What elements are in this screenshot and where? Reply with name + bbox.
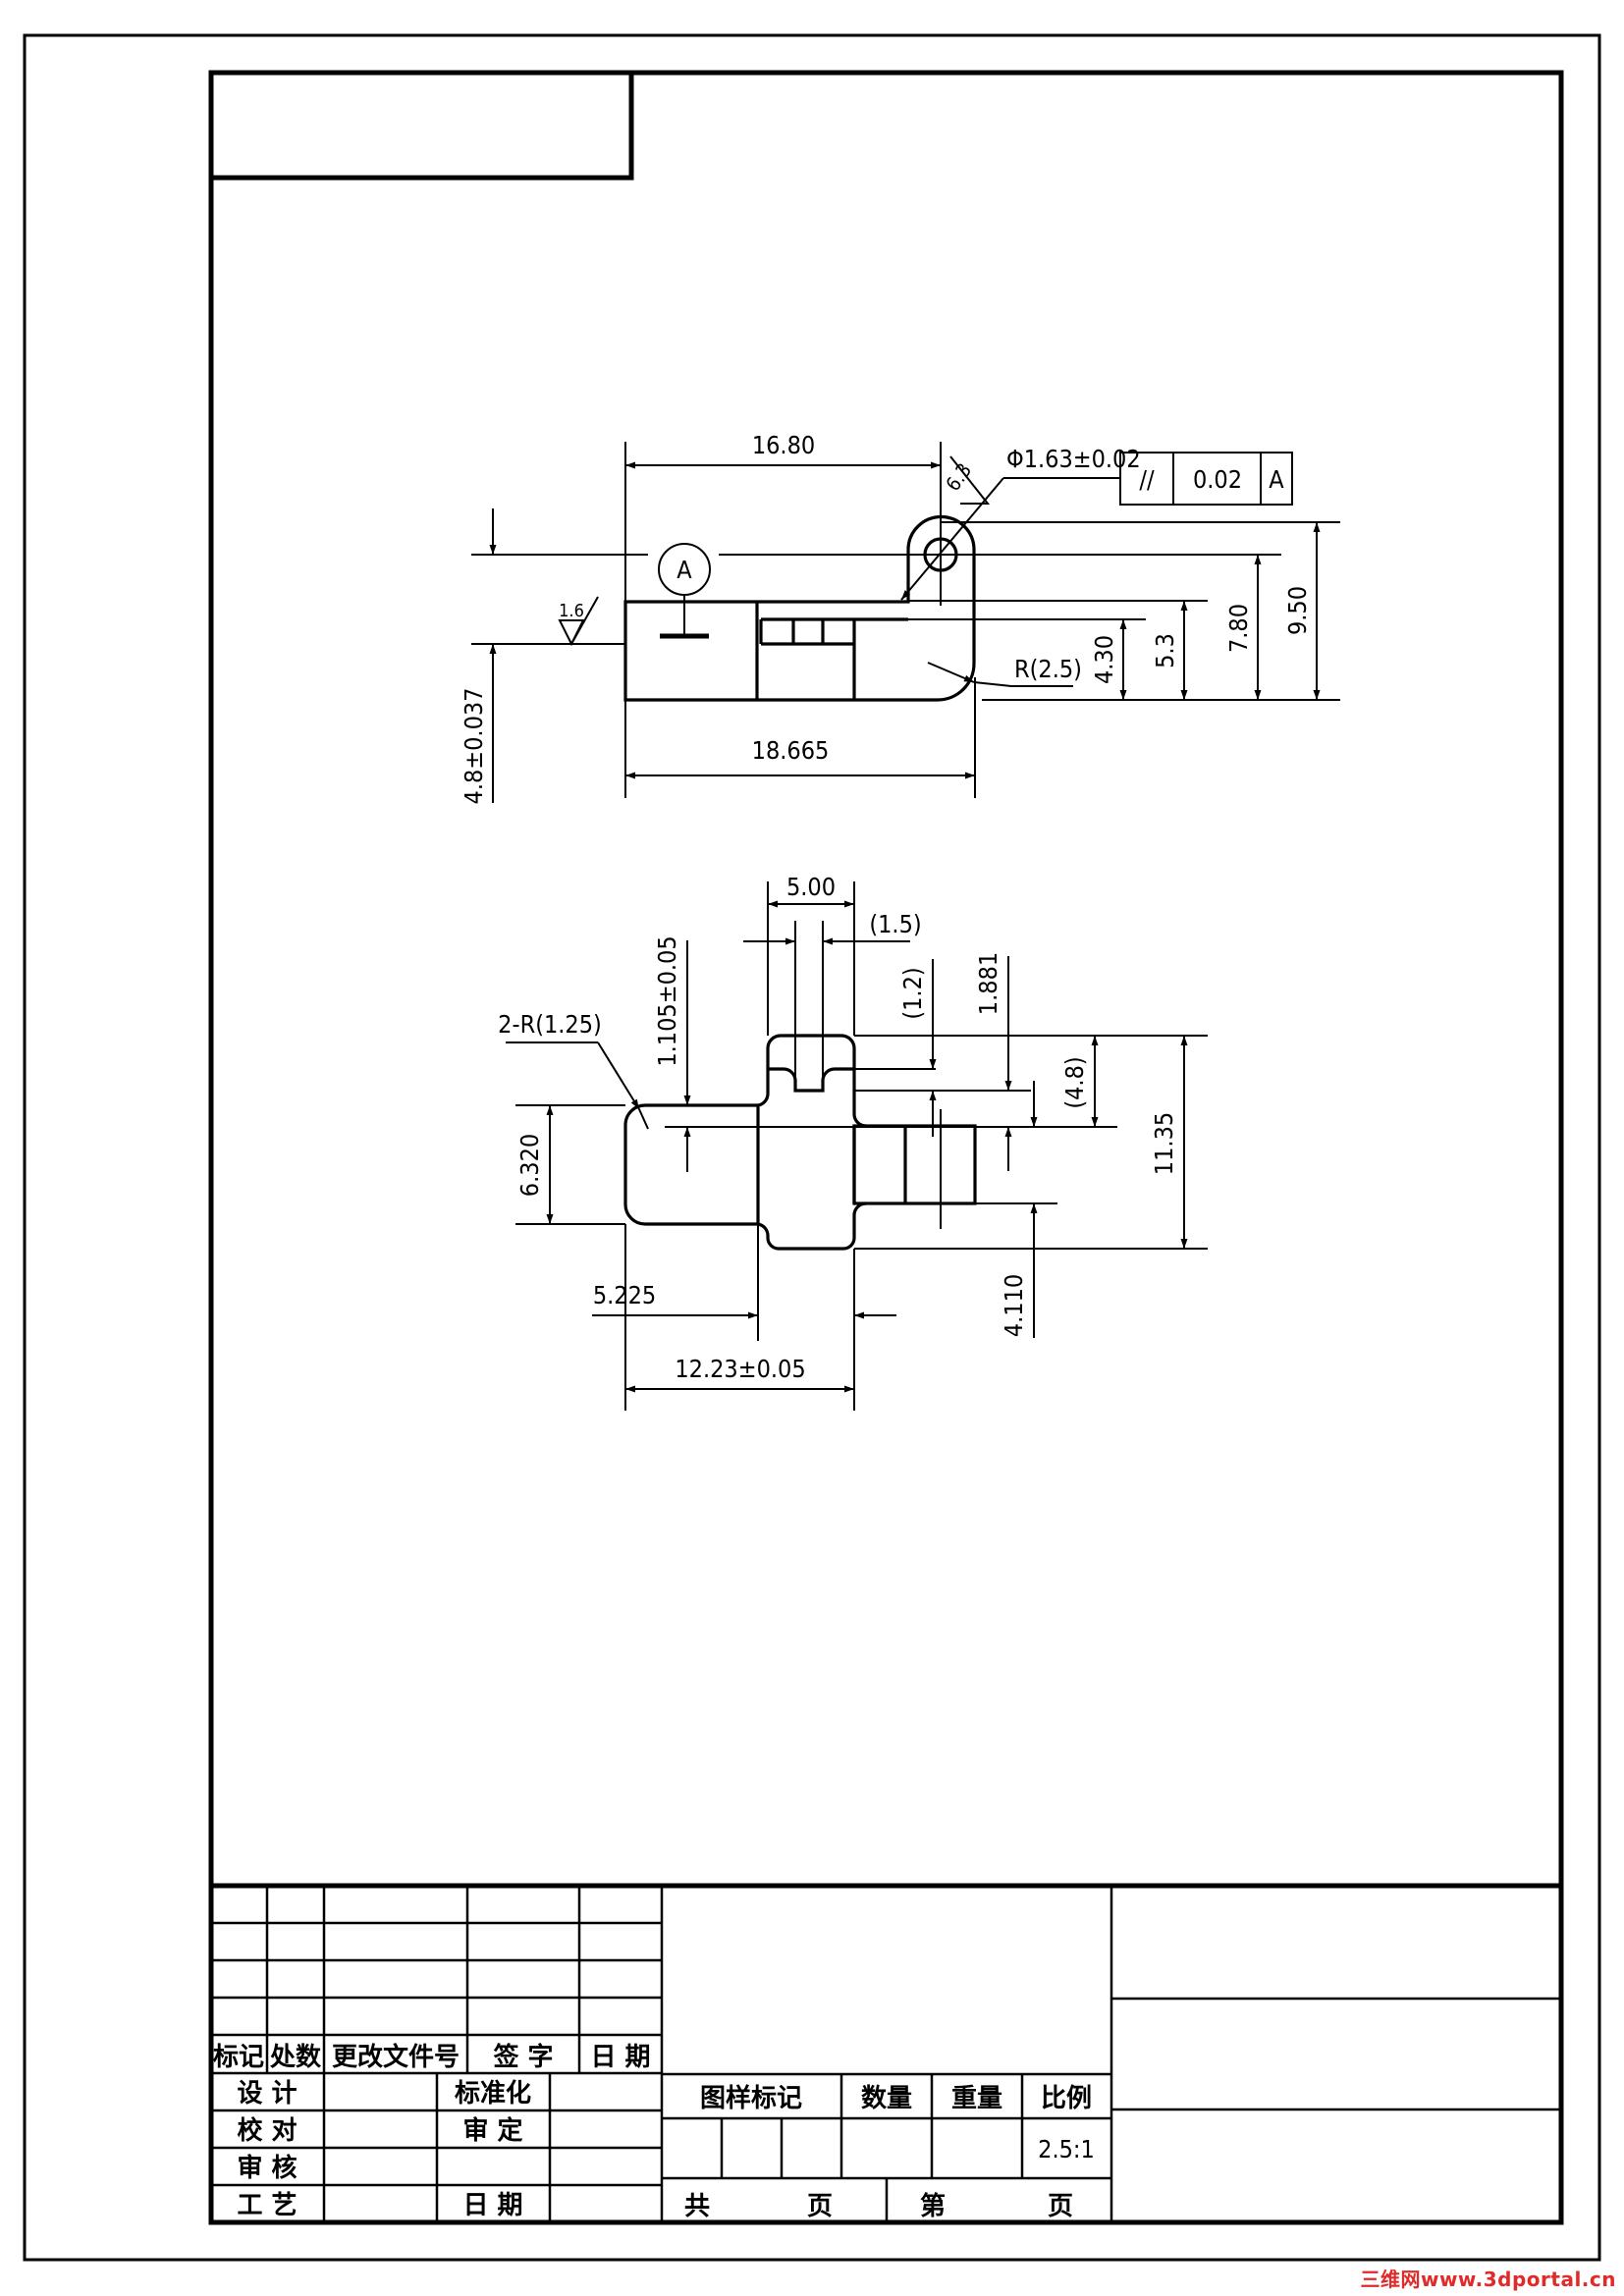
bottom-view: 5.00 (1.5) (1.2) 1.881 4.110 (4.8) 11.35 xyxy=(498,873,1208,1411)
sheet-total-label: 共 xyxy=(684,2192,710,2221)
dim-1-2: (1.2) xyxy=(898,967,927,1019)
dim-4-8: (4.8) xyxy=(1060,1056,1089,1108)
dim-12-23: 12.23±0.05 xyxy=(675,1355,805,1383)
watermark: 三维网www.3dportal.cn xyxy=(1360,2268,1616,2291)
dim-4-8-tol: 4.8±0.037 xyxy=(460,688,488,805)
dim-6-320: 6.320 xyxy=(515,1134,544,1197)
dim-16-80: 16.80 xyxy=(752,431,815,459)
dim-1-105: 1.105±0.05 xyxy=(653,935,681,1066)
outer-border xyxy=(23,33,1601,2262)
top-view: A 16.80 18.665 4.8±0.037 1.6 6.3 Φ1.63±0… xyxy=(460,431,1340,804)
hdr-quantity: 数量 xyxy=(861,2084,912,2113)
role-check: 校 对 xyxy=(237,2115,297,2146)
sheet-page-label-2: 页 xyxy=(1048,2192,1073,2221)
role-standardization: 标准化 xyxy=(455,2079,531,2109)
dim-radius-2-5: R(2.5) xyxy=(1014,655,1082,683)
dim-2-r-1-25: 2-R(1.25) xyxy=(498,1010,602,1039)
roughness-6-3: 6.3 xyxy=(941,458,976,495)
role-date: 日 期 xyxy=(462,2191,522,2220)
bottom-view-right-box xyxy=(852,1124,977,1205)
code-box xyxy=(208,70,634,181)
role-review: 审 核 xyxy=(237,2153,297,2183)
dim-4-110: 4.110 xyxy=(1000,1274,1028,1337)
role-approve: 审 定 xyxy=(462,2115,522,2146)
dim-hole-diameter: Φ1.63±0.02 xyxy=(1006,445,1141,473)
hdr-signature: 签 字 xyxy=(493,2042,553,2072)
hdr-date: 日 期 xyxy=(590,2043,650,2072)
datum-a-label: A xyxy=(677,556,692,584)
role-process: 工 艺 xyxy=(237,2191,297,2220)
title-block: 标记 处数 更改文件号 签 字 日 期 设 计 校 对 审 核 工 艺 标准化 … xyxy=(211,1883,1561,2222)
parallelism-symbol: // xyxy=(1139,465,1155,494)
dim-9-50: 9.50 xyxy=(1283,586,1312,635)
sheet-page-label: 页 xyxy=(807,2192,833,2221)
dim-11-35: 11.35 xyxy=(1150,1112,1178,1175)
dim-18-665: 18.665 xyxy=(752,736,830,765)
bottom-view-center-block xyxy=(757,1034,867,1128)
role-design: 设 计 xyxy=(237,2079,297,2109)
tolerance-frame: // 0.02 A xyxy=(1119,452,1293,506)
scale-value: 2.5:1 xyxy=(1038,2135,1095,2163)
dim-1-5: (1.5) xyxy=(869,910,921,938)
dim-1-881: 1.881 xyxy=(974,952,1002,1015)
hdr-change-doc: 更改文件号 xyxy=(332,2042,460,2072)
tolerance-value: 0.02 xyxy=(1193,465,1242,494)
inner-border xyxy=(208,70,1564,2225)
dim-5-3: 5.3 xyxy=(1151,633,1179,668)
hdr-weight: 重量 xyxy=(951,2084,1002,2113)
hdr-drawing-mark: 图样标记 xyxy=(700,2083,802,2113)
dim-5-00: 5.00 xyxy=(786,873,836,901)
hdr-scale: 比例 xyxy=(1041,2084,1092,2113)
tolerance-datum: A xyxy=(1269,465,1284,494)
dim-7-80: 7.80 xyxy=(1224,604,1253,653)
hdr-mark: 标记 xyxy=(213,2043,264,2072)
hdr-count: 处数 xyxy=(269,2043,322,2072)
dim-4-30: 4.30 xyxy=(1090,635,1118,684)
sheet-no-label: 第 xyxy=(920,2191,946,2221)
roughness-1-6: 1.6 xyxy=(559,601,584,621)
top-view-outline xyxy=(623,514,976,702)
